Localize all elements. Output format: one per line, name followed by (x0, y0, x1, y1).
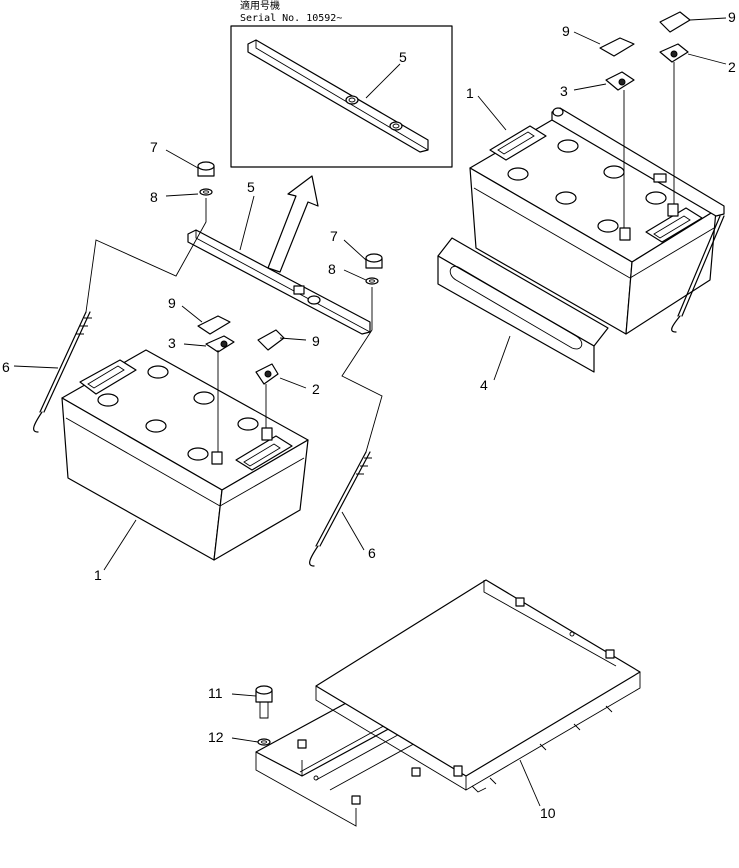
callout-9b: 9 (312, 333, 320, 349)
callout-6b: 6 (368, 545, 376, 561)
callout-2: 2 (312, 381, 320, 397)
callout-8b: 8 (328, 261, 336, 277)
callout-5: 5 (247, 179, 255, 195)
callout-r2: 2 (728, 59, 736, 75)
callout-9a: 9 (168, 295, 176, 311)
left-nuts (197, 161, 383, 285)
inset-stay-bar (247, 39, 429, 153)
left-clamps (197, 315, 285, 385)
kanji-label: 適用号機 (240, 0, 280, 12)
callout-r3: 3 (560, 83, 568, 99)
serial-label: Serial No. 10592~ (240, 13, 342, 24)
callout-7a: 7 (150, 139, 158, 155)
callout-r4: 4 (480, 377, 488, 393)
inset-box: 5 (230, 25, 453, 168)
pointer-arrow (267, 175, 319, 273)
tray-callouts: 11 12 10 (208, 685, 556, 821)
callout-r9a: 9 (562, 23, 570, 39)
inset-frame (230, 25, 453, 168)
left-callouts: 7 8 5 7 8 9 3 9 2 6 6 1 (2, 139, 376, 583)
serial-header: 適用号機 Serial No. 10592~ (240, 0, 342, 24)
left-stay-bar (187, 229, 371, 335)
right-pad (437, 237, 609, 373)
right-battery (469, 119, 717, 335)
callout-3: 3 (168, 335, 176, 351)
callout-1: 1 (94, 567, 102, 583)
tray-leaders (231, 693, 541, 807)
callout-r9b: 9 (728, 9, 736, 25)
callout-12: 12 (208, 729, 224, 745)
callout-7b: 7 (330, 228, 338, 244)
left-leaders (13, 149, 367, 571)
right-stay-bar (551, 107, 725, 217)
left-dashed-guides (85, 198, 383, 453)
left-hooks (33, 311, 372, 567)
callout-inset-5: 5 (399, 49, 407, 65)
right-clamps (599, 11, 691, 228)
right-hook (671, 215, 725, 333)
callout-10: 10 (540, 805, 556, 821)
tray-assembly (255, 579, 641, 827)
callout-r1: 1 (466, 85, 474, 101)
right-callouts: 9 9 2 3 1 4 (466, 9, 736, 393)
right-leaders (477, 17, 727, 381)
left-battery (61, 349, 309, 561)
callout-8a: 8 (150, 189, 158, 205)
callout-11: 11 (208, 685, 223, 701)
tray-bolt (255, 685, 273, 746)
callout-6a: 6 (2, 359, 10, 375)
